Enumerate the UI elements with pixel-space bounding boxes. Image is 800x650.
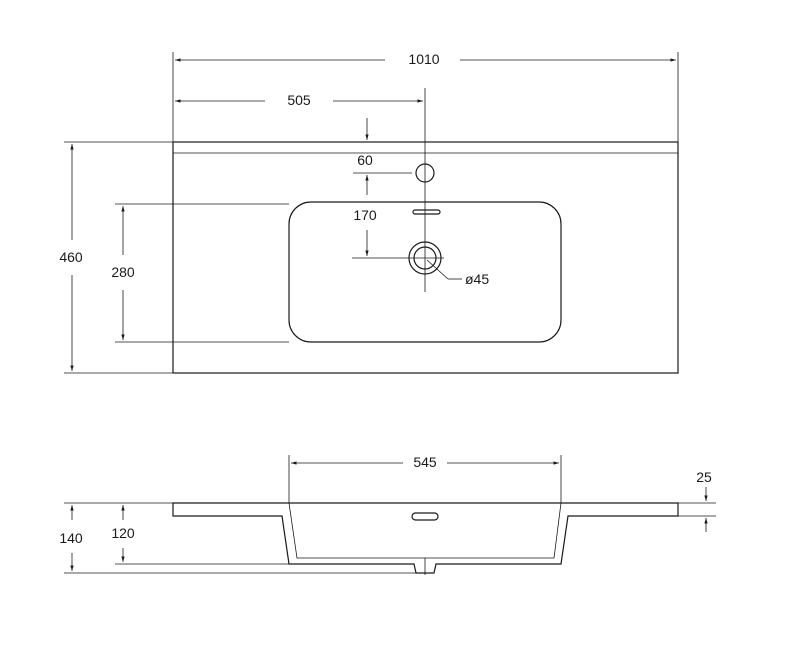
dim-label-505: 505: [287, 92, 311, 108]
dim-label-60: 60: [357, 152, 373, 168]
side-profile-inner: [288, 502, 562, 559]
dim-label-diameter: ø45: [465, 271, 489, 287]
dim-label-25: 25: [696, 469, 712, 485]
dim-label-460: 460: [59, 249, 83, 265]
side-overflow-slot: [411, 512, 439, 521]
dim-label-280: 280: [111, 264, 135, 280]
dim-label-140: 140: [59, 530, 83, 546]
side-view: 545 25 140 120: [59, 454, 716, 575]
diameter-leader: [426, 259, 449, 280]
dim-label-1010: 1010: [408, 51, 439, 67]
dim-label-120: 120: [111, 525, 135, 541]
top-view: 1010 505 60 170 ø45 460 280: [59, 51, 679, 374]
dim-label-545: 545: [413, 454, 437, 470]
dim-label-170: 170: [353, 207, 377, 223]
overflow-slot: [412, 209, 441, 215]
